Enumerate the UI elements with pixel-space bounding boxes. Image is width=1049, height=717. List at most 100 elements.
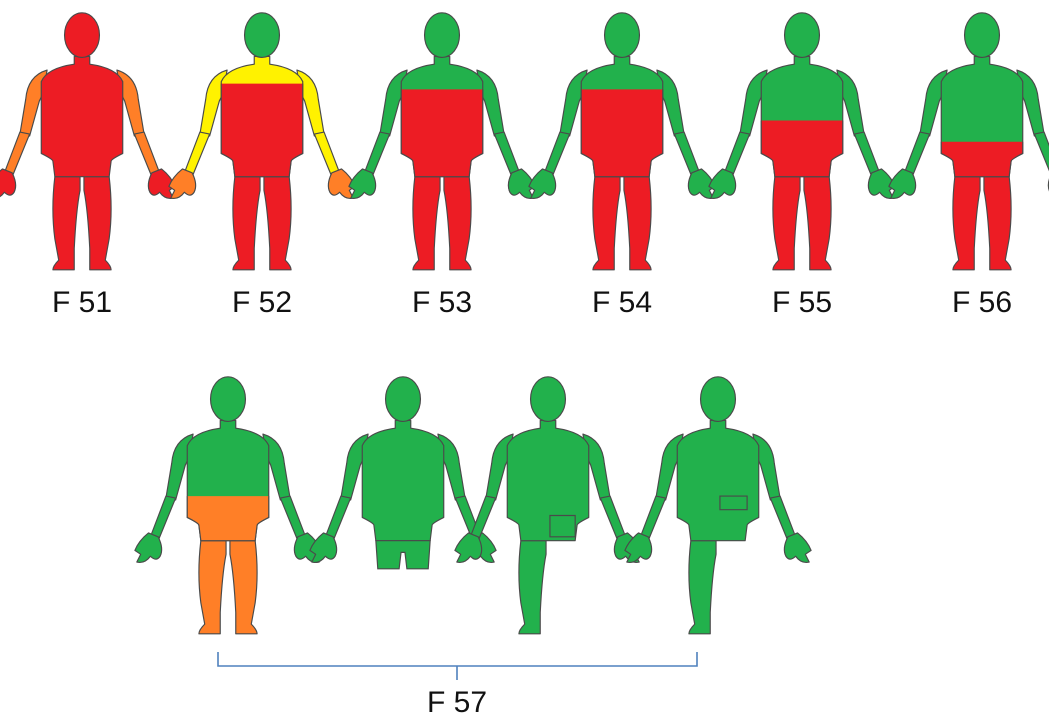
torso bbox=[361, 419, 445, 542]
figure-f-52 bbox=[168, 12, 356, 271]
left-hand bbox=[528, 168, 557, 200]
head bbox=[423, 12, 461, 58]
left-forearm bbox=[543, 131, 571, 178]
left-hand bbox=[348, 168, 377, 200]
right-forearm bbox=[279, 495, 307, 542]
left-upper-arm bbox=[199, 69, 228, 137]
figure-f-55 bbox=[708, 12, 896, 271]
figure-f-54 bbox=[528, 12, 716, 271]
right-upper-arm bbox=[582, 433, 611, 501]
right-upper-arm bbox=[437, 433, 466, 501]
right-leg bbox=[83, 176, 112, 271]
left-leg bbox=[52, 176, 81, 271]
left-forearm bbox=[903, 131, 931, 178]
figure-label: F 54 bbox=[592, 286, 652, 319]
right-upper-arm bbox=[752, 433, 781, 501]
left-leg bbox=[952, 176, 981, 271]
figure-label: F 51 bbox=[52, 286, 112, 319]
thigh-stumps bbox=[375, 540, 431, 570]
right-hand bbox=[687, 168, 716, 200]
left-forearm bbox=[723, 131, 751, 178]
right-forearm bbox=[1033, 131, 1049, 172]
right-leg bbox=[229, 540, 258, 635]
figure-f-56 bbox=[888, 12, 1049, 271]
head bbox=[963, 12, 1001, 58]
left-forearm bbox=[149, 495, 177, 542]
right-leg bbox=[623, 176, 652, 271]
left-forearm bbox=[183, 131, 211, 178]
figure-label: F 53 bbox=[412, 286, 472, 319]
left-forearm bbox=[639, 495, 667, 542]
right-upper-arm bbox=[656, 69, 685, 137]
left-leg bbox=[592, 176, 621, 271]
right-upper-arm bbox=[836, 69, 865, 137]
head bbox=[783, 12, 821, 58]
right-leg bbox=[983, 176, 1012, 271]
torso-lower-band bbox=[760, 120, 844, 178]
left-hand bbox=[309, 532, 338, 564]
right-forearm bbox=[853, 131, 881, 178]
figure-label: F 52 bbox=[232, 286, 292, 319]
right-forearm bbox=[769, 495, 797, 542]
torso bbox=[676, 419, 760, 542]
group-figure-thighs-only bbox=[309, 376, 497, 570]
figure-f-53 bbox=[348, 12, 536, 271]
right-hand bbox=[507, 168, 536, 200]
left-forearm bbox=[3, 131, 31, 178]
left-upper-arm bbox=[379, 69, 408, 137]
figure-label: F 56 bbox=[952, 286, 1012, 319]
group-figure-one-leg-hip bbox=[624, 376, 812, 635]
left-hand bbox=[0, 168, 17, 198]
left-hand bbox=[888, 168, 917, 200]
left-forearm bbox=[363, 131, 391, 178]
left-leg bbox=[232, 176, 261, 271]
torso bbox=[506, 419, 590, 542]
left-upper-arm bbox=[739, 69, 768, 137]
right-upper-arm bbox=[296, 69, 325, 137]
figure-label: F 55 bbox=[772, 286, 832, 319]
right-forearm bbox=[493, 131, 521, 178]
torso-lower-band bbox=[940, 141, 1024, 178]
head bbox=[529, 376, 567, 422]
left-leg bbox=[412, 176, 441, 271]
head bbox=[699, 376, 737, 422]
torso-lower-band bbox=[186, 496, 270, 542]
left-upper-arm bbox=[340, 433, 369, 501]
hip-stump bbox=[719, 495, 748, 511]
head bbox=[603, 12, 641, 58]
figure-labels: F 51 F 52 F 53 F 54 F 55 F 56 bbox=[52, 286, 1012, 319]
right-leg bbox=[803, 176, 832, 271]
left-upper-arm bbox=[559, 69, 588, 137]
group-figure-one-leg-stump bbox=[454, 376, 642, 635]
left-hand bbox=[168, 168, 197, 200]
left-leg bbox=[198, 540, 227, 635]
right-hand bbox=[327, 168, 356, 200]
group-label-f57: F 57 bbox=[427, 686, 487, 717]
right-hand bbox=[147, 168, 176, 200]
group-bracket bbox=[217, 652, 698, 680]
top-row-figures bbox=[0, 12, 1049, 271]
right-forearm bbox=[133, 131, 161, 178]
left-hand bbox=[624, 532, 653, 564]
group-figure-full-lower-orange bbox=[134, 376, 322, 635]
right-upper-arm bbox=[116, 69, 145, 137]
left-upper-arm bbox=[485, 433, 514, 501]
right-upper-arm bbox=[476, 69, 505, 137]
right-forearm bbox=[313, 131, 341, 178]
right-hand bbox=[867, 168, 896, 200]
left-hand bbox=[708, 168, 737, 200]
right-upper-arm bbox=[1016, 69, 1045, 137]
torso-lower-band bbox=[580, 89, 664, 178]
left-upper-arm bbox=[919, 69, 948, 137]
right-forearm bbox=[599, 495, 627, 542]
figure-f-51 bbox=[0, 12, 176, 271]
left-hand bbox=[134, 532, 163, 564]
left-leg bbox=[688, 540, 717, 635]
right-stump bbox=[549, 514, 576, 538]
bottom-row-figures bbox=[134, 376, 812, 635]
right-forearm bbox=[673, 131, 701, 178]
head bbox=[63, 12, 101, 58]
torso-lower-band bbox=[220, 83, 304, 178]
right-hand bbox=[783, 532, 812, 564]
